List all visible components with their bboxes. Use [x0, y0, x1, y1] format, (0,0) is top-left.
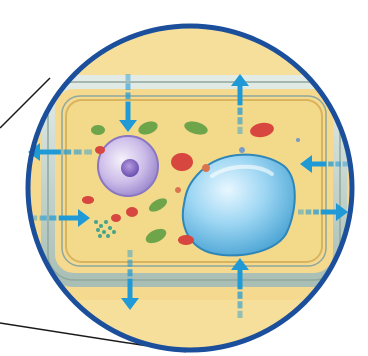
mitochondrion	[178, 235, 194, 245]
mitochondrion	[82, 196, 94, 204]
mitochondrion	[171, 153, 193, 171]
nucleolus	[121, 159, 139, 177]
mitochondrion	[126, 207, 138, 217]
mitochondrion	[111, 214, 121, 222]
mitochondrion	[95, 146, 105, 154]
chloroplast	[91, 125, 105, 135]
